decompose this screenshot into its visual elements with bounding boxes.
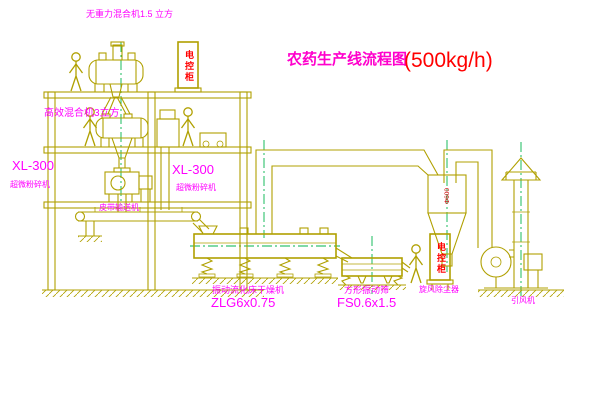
label-cyclone: 旋风除尘器 <box>419 284 459 294</box>
drawing-title: 农药生产线流程图 (500kg/h) <box>286 49 493 72</box>
label-fan: 引风机 <box>511 295 535 305</box>
cabinet-lower-label: 电控柜 <box>436 241 446 275</box>
cyclone-separator: Φ600 <box>427 174 467 267</box>
cyclone-size-label: Φ600 <box>444 188 451 204</box>
label-mixer-top: 无重力混合机1.5 立方 <box>86 8 173 19</box>
label-pulverizer-left-name: 超微粉碎机 <box>10 179 50 189</box>
label-dryer-model: ZLG6x0.75 <box>211 295 275 310</box>
label-belt-conveyor: 皮带输送机 <box>99 202 139 212</box>
fluid-bed-dryer <box>192 225 353 284</box>
label-pulverizer-mid-name: 超微粉碎机 <box>176 182 216 192</box>
control-cabinet-upper <box>174 41 202 93</box>
label-pulverizer-mid-model: XL-300 <box>172 162 214 177</box>
ground-hatch <box>42 289 564 297</box>
building-frame <box>43 91 252 291</box>
pulverizer-left <box>104 167 153 212</box>
centerlines <box>120 42 522 298</box>
label-pulverizer-left-model: XL-300 <box>12 158 54 173</box>
equipment-labels: 无重力混合机1.5 立方 高效混合机3立方 XL-300 超微粉碎机 XL-30… <box>10 8 535 310</box>
cabinet-upper-label: 电控柜 <box>184 49 194 83</box>
label-mixer-mid: 高效混合机3立方 <box>44 106 120 119</box>
vibrating-sieve <box>338 257 411 290</box>
label-dryer-name: 振动流化床干燥机 <box>212 284 284 295</box>
label-sieve-model: FS0.6x1.5 <box>337 295 396 310</box>
worker-figure <box>68 52 84 92</box>
worker-figure <box>180 107 196 147</box>
worker-figure <box>408 244 424 284</box>
title-text: 农药生产线流程图 <box>286 50 407 68</box>
label-sieve-name: 方形振动筛 <box>344 284 389 295</box>
pulverizer-mid <box>156 109 227 210</box>
cyclone-outlet-duct <box>443 149 493 248</box>
high-efficiency-mixer <box>95 113 149 168</box>
title-capacity: (500kg/h) <box>404 49 493 72</box>
belt-conveyor <box>74 207 210 242</box>
exhaust-stack <box>500 157 542 288</box>
control-cabinet-lower <box>426 233 454 290</box>
gravity-free-mixer <box>88 41 144 115</box>
exhaust-duct <box>255 149 439 234</box>
